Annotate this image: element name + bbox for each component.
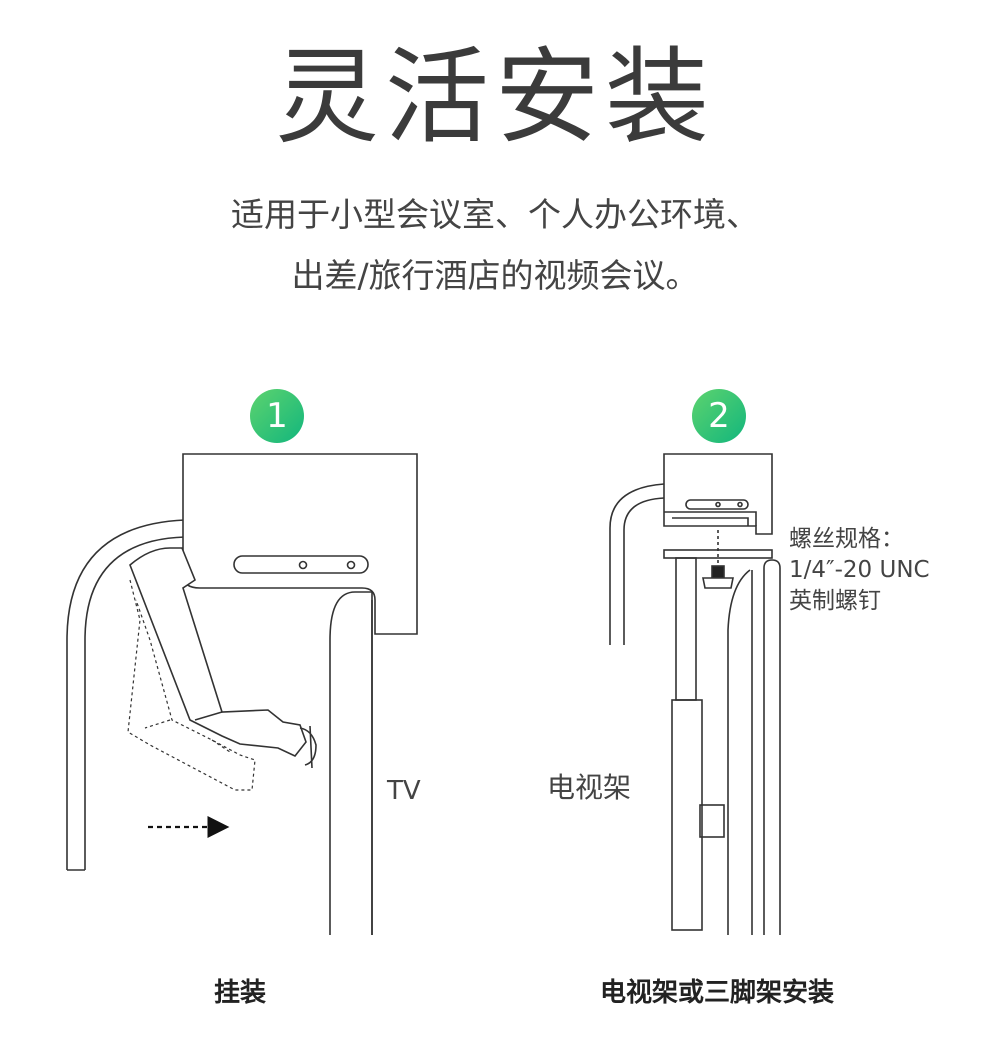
tv-mount-illustration	[66, 453, 418, 935]
step-2-badge: 2	[692, 389, 746, 443]
tv-label: TV	[387, 776, 421, 806]
screw-spec-size: 1/4″-20 UNC	[789, 557, 930, 583]
stand-lower-pole	[671, 699, 703, 931]
camera-body-2	[663, 453, 773, 535]
mount-screw	[711, 565, 725, 579]
screw-spec-type: 英制螺钉	[789, 588, 881, 614]
subtitle-line-2: 出差/旅行酒店的视频会议。	[291, 256, 699, 295]
caption-wall-mount: 挂装	[214, 978, 267, 1008]
stand-clamp	[699, 804, 725, 838]
subtitle-line-1: 适用于小型会议室、个人办公环境、	[231, 195, 759, 234]
usb-cable-2	[609, 483, 665, 645]
mount-clip	[129, 547, 307, 757]
camera-lens-slot-1	[233, 555, 369, 574]
step-1-badge: 1	[250, 389, 304, 443]
stand-upper-pole	[675, 557, 697, 701]
caption-stand-mount: 电视架或三脚架安装	[600, 978, 835, 1008]
mount-clip-ghost	[127, 579, 256, 791]
stand-mount-illustration	[609, 453, 781, 935]
screw-spec-title: 螺丝规格：	[789, 526, 904, 552]
camera-body-1	[182, 453, 418, 635]
tv-panel	[329, 591, 373, 935]
page-title: 灵活安装	[274, 36, 715, 158]
usb-cable	[66, 519, 186, 870]
stand-label: 电视架	[547, 771, 632, 804]
camera-lens-slot-2	[685, 499, 749, 510]
